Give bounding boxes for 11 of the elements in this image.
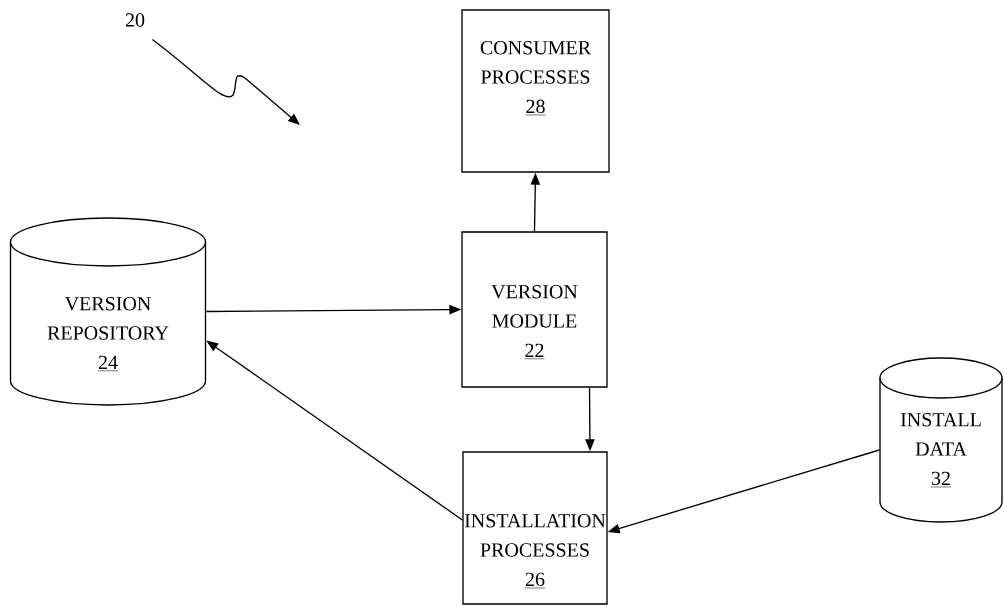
process-box: CONSUMER PROCESSES 28 [461,9,610,173]
database-cylinder: VERSION REPOSITORY 24 [9,217,207,406]
leader-arrow [151,38,300,125]
reference-numeral: 20 [125,13,145,27]
process-box: VERSION MODULE 22 [461,231,608,388]
node-label: 32 [931,471,950,486]
node-label: 24 [98,355,118,369]
database-cylinder: INSTALL DATA 32 [879,357,1003,523]
process-box: INSTALLATION PROCESSES 26 [462,451,608,605]
node-label: INSTALL DATA [900,413,981,456]
node-label: VERSION REPOSITORY [47,297,169,340]
